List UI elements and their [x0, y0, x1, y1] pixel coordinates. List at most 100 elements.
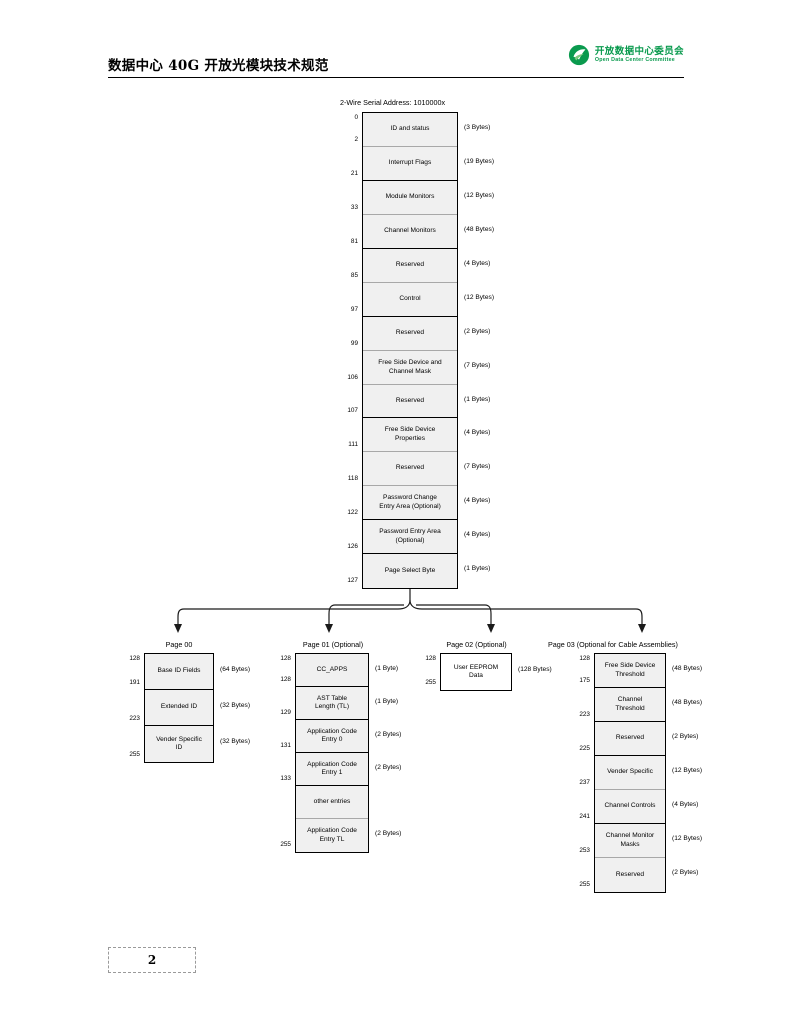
address-end-label: 129 [280, 709, 291, 716]
page-header: 数据中心 40G 开放光模块技术规范 开放数据中心委员会 Open Data C… [108, 44, 684, 80]
memory-row: Reserved [595, 722, 665, 756]
memory-row: AST Table Length (TL) [296, 687, 368, 720]
page03-table-title: Page 03 (Optional for Cable Assemblies) [548, 640, 678, 649]
byte-size-label: (4 Bytes) [464, 429, 491, 436]
memory-row-label: Module Monitors [385, 193, 435, 201]
page00-table-title: Page 00 [165, 640, 193, 649]
address-end-label: 175 [579, 677, 590, 684]
address-end-label: 81 [350, 238, 358, 245]
memory-row-label: Interrupt Flags [388, 159, 432, 167]
memory-row: Interrupt Flags [363, 147, 457, 181]
byte-size-label: (12 Bytes) [464, 192, 495, 199]
address-end-label: 255 [425, 679, 436, 686]
address-end-label: 128 [280, 676, 291, 683]
memory-row-label: CC_APPS [316, 665, 348, 673]
byte-size-label: (2 Bytes) [375, 763, 402, 771]
memory-row: CC_APPS [296, 654, 368, 687]
byte-size-label: (2 Bytes) [375, 730, 402, 738]
byte-size-label: (48 Bytes) [672, 665, 703, 672]
memory-row: Password Entry Area (Optional) [363, 520, 457, 554]
byte-size-label: (2 Bytes) [672, 869, 699, 876]
byte-size-label: (1 Bytes) [464, 565, 491, 572]
memory-row-label: Reserved [395, 396, 425, 404]
memory-row-label: Control [399, 295, 421, 303]
memory-row: Vender Specific ID [145, 726, 213, 762]
memory-row: Reserved [363, 317, 457, 351]
memory-row-label: Extended ID [160, 703, 198, 711]
odcc-logo-icon [568, 44, 589, 66]
address-end-label: 126 [347, 543, 358, 550]
address-end-label: 237 [579, 779, 590, 786]
address-end-label: 127 [347, 577, 358, 584]
address-end-label: 85 [350, 272, 358, 279]
main-memory-table-title: 2-Wire Serial Address: 1010000x [340, 98, 446, 107]
memory-row-label: Reserved [395, 329, 425, 337]
memory-row: Free Side Device Properties [363, 418, 457, 452]
memory-row: Reserved [363, 249, 457, 283]
memory-row: Channel Monitors [363, 215, 457, 249]
memory-row: Application Code Entry 1 [296, 753, 368, 786]
address-start-label: 128 [129, 655, 140, 662]
memory-row: Application Code Entry 0 [296, 720, 368, 753]
byte-size-label: (1 Bytes) [464, 395, 491, 403]
byte-size-label: (12 Bytes) [672, 835, 703, 842]
memory-row: User EEPROM Data [441, 654, 511, 690]
memory-row-label: AST Table Length (TL) [314, 694, 350, 710]
address-end-label: 111 [348, 441, 358, 448]
address-end-label: 223 [129, 715, 140, 722]
address-end-label: 131 [280, 742, 291, 749]
memory-row-label: Reserved [395, 261, 425, 269]
address-end-label: 255 [129, 751, 140, 758]
byte-size-label: (3 Bytes) [464, 124, 491, 131]
footer-page-number: 2 [108, 947, 196, 973]
memory-row: Page Select Byte [363, 554, 457, 588]
memory-row: Reserved [363, 452, 457, 486]
memory-row-label: Application Code Entry 0 [307, 727, 357, 743]
address-start-label: 128 [425, 655, 436, 662]
memory-row-label: Application Code Entry TL [307, 827, 357, 843]
byte-size-label: (48 Bytes) [672, 699, 703, 706]
address-end-label: 191 [129, 679, 140, 686]
byte-size-label: (4 Bytes) [464, 260, 491, 267]
byte-size-label: (7 Bytes) [464, 463, 491, 470]
memory-row-label: Password Entry Area (Optional) [379, 528, 441, 544]
memory-row-label: Free Side Device Threshold [604, 662, 656, 678]
address-end-label: 97 [350, 306, 358, 313]
page01-table-title: Page 01 (Optional) [302, 640, 364, 649]
page02-table: User EEPROM Data [440, 653, 512, 691]
memory-row: Channel Monitor Masks [595, 824, 665, 858]
memory-row-label: Reserved [615, 870, 645, 878]
memory-row-label: Reserved [615, 734, 645, 742]
memory-row: other entries [296, 786, 368, 819]
memory-row-label: Free Side Device Properties [384, 426, 436, 442]
memory-row-label: Vender Specific [607, 768, 653, 776]
memory-row: Base ID Fields [145, 654, 213, 690]
memory-row: Free Side Device Threshold [595, 654, 665, 688]
memory-row-label: ID and status [390, 125, 430, 133]
memory-row-label: Page Select Byte [384, 566, 436, 574]
byte-size-label: (4 Bytes) [464, 497, 491, 504]
address-end-label: 225 [579, 745, 590, 752]
memory-row: Application Code Entry TL [296, 819, 368, 852]
page-title: 数据中心 40G 开放光模块技术规范 [108, 58, 329, 74]
memory-row-label: User EEPROM Data [453, 663, 499, 679]
memory-row-label: Password Change Entry Area (Optional) [379, 494, 441, 510]
address-start-label: 128 [280, 655, 291, 662]
byte-size-label: (2 Bytes) [672, 733, 699, 740]
address-end-label: 255 [280, 841, 291, 848]
memory-row-label: Channel Monitors [384, 227, 436, 235]
byte-size-label: (48 Bytes) [464, 226, 495, 233]
byte-size-label: (4 Bytes) [672, 801, 699, 808]
byte-size-label: (32 Bytes) [220, 738, 251, 745]
byte-size-label: (1 Byte) [375, 664, 399, 672]
memory-row: Control [363, 283, 457, 317]
address-end-label: 253 [579, 847, 590, 854]
byte-size-label: (12 Bytes) [672, 767, 703, 774]
byte-size-label: (128 Bytes) [518, 666, 552, 673]
memory-row-label: Reserved [395, 464, 425, 472]
memory-row-label: other entries [313, 797, 351, 805]
memory-row-label: Channel Monitor Masks [605, 832, 655, 848]
memory-row: Reserved [363, 385, 457, 418]
address-start-label: 0 [354, 114, 358, 121]
